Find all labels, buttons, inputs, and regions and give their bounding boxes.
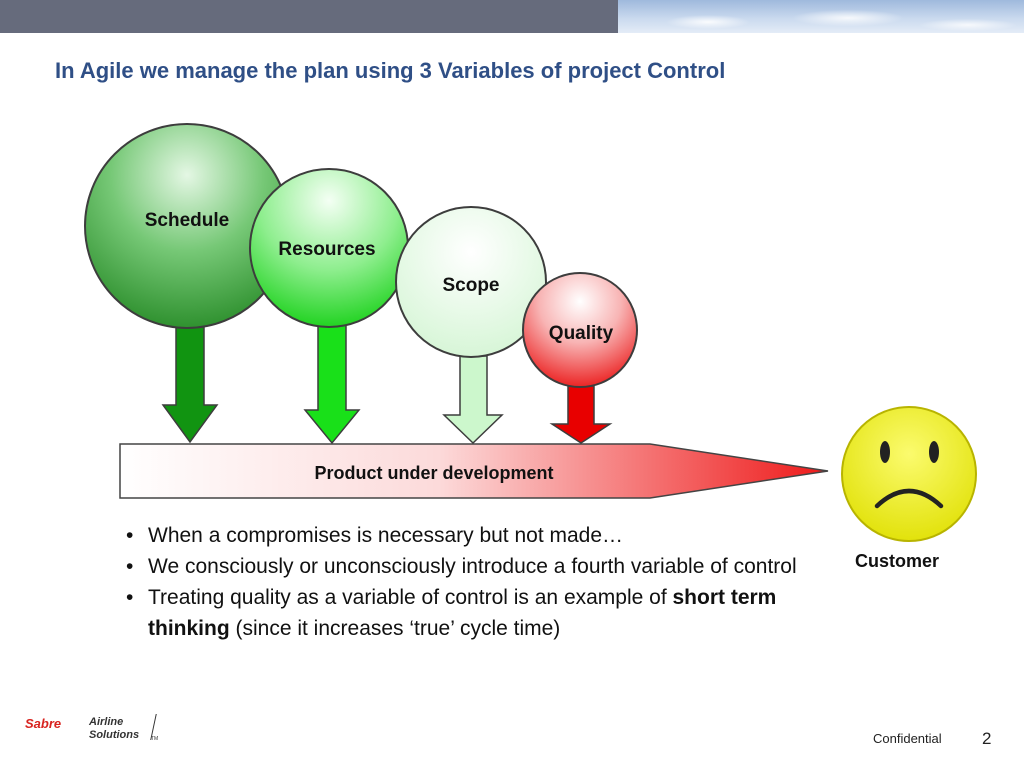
bullet-text-after: (since it increases ‘true’ cycle time) — [229, 617, 561, 640]
page-number: 2 — [982, 729, 992, 748]
bullet-item: We consciously or unconsciously introduc… — [120, 551, 810, 582]
sabre-airline-solutions-logo: Sabre Airline Solutions TM — [25, 714, 159, 746]
bullet-bold-phrase: short term thinking — [148, 586, 777, 640]
product-bar — [119, 443, 829, 499]
logo-line-1: Airline — [89, 716, 124, 728]
customer-label: Customer — [855, 551, 940, 571]
bullet-item: When a compromises is necessary but not … — [120, 520, 810, 551]
scope-arrow — [442, 355, 504, 445]
quality-arrow — [549, 385, 613, 444]
quality-label: Quality — [549, 323, 614, 344]
schedule-label: Schedule — [145, 210, 229, 231]
bullet-text: We consciously or unconsciously introduc… — [148, 555, 797, 578]
bullet-item: Treating quality as a variable of contro… — [120, 582, 810, 644]
logo-brand: Sabre — [25, 716, 62, 731]
schedule-arrow — [161, 313, 219, 444]
resources-arrow — [303, 321, 361, 445]
bullet-list: When a compromises is necessary but not … — [120, 520, 810, 644]
confidential-label: Confidential — [873, 731, 942, 746]
quality-circle — [522, 272, 638, 388]
bullet-text: When a compromises is necessary but not … — [148, 524, 624, 547]
bullet-text-before: Treating quality as a variable of contro… — [148, 586, 673, 609]
resources-label: Resources — [278, 239, 375, 260]
logo-words: Airline Solutions — [89, 716, 139, 742]
logo-line-2: Solutions — [89, 729, 140, 741]
product-bar-label: Product under development — [314, 463, 553, 483]
banner-sky-image — [618, 0, 1024, 33]
scope-circle — [395, 206, 547, 358]
top-banner — [0, 0, 1024, 33]
sad-face-icon — [841, 406, 977, 542]
scope-label: Scope — [442, 275, 499, 296]
banner-grey-block — [0, 0, 618, 33]
logo-trademark: TM — [151, 736, 159, 742]
page-title: In Agile we manage the plan using 3 Vari… — [55, 58, 726, 83]
